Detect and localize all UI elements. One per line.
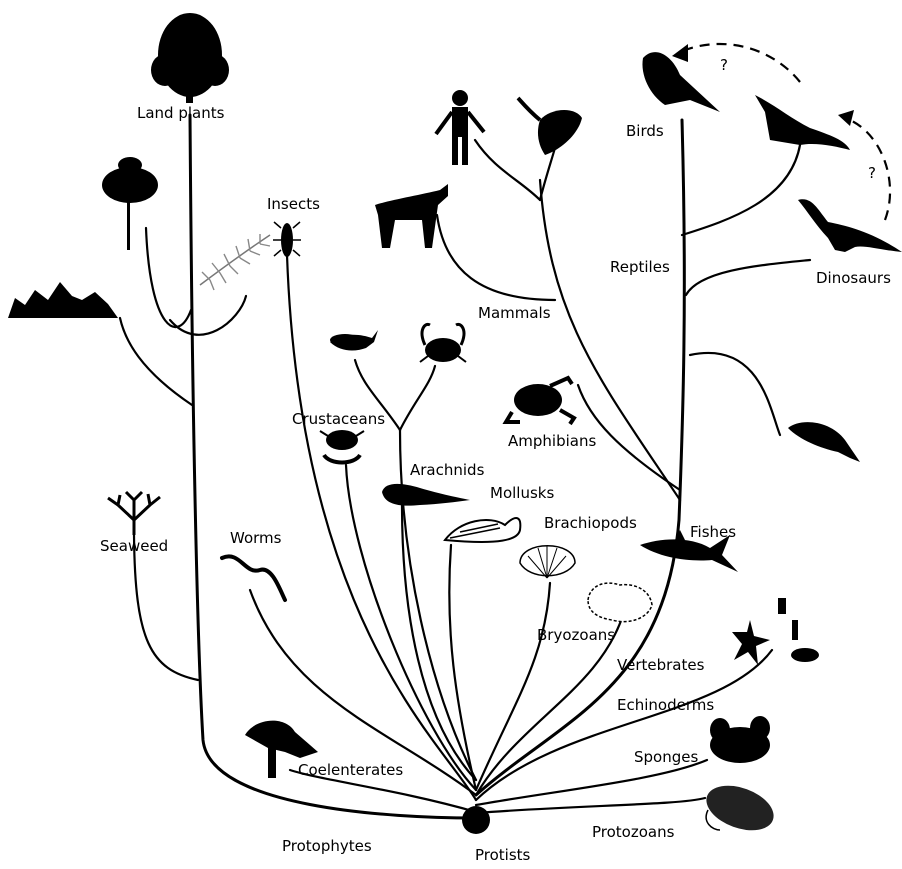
bryozoan-icon [588, 583, 652, 621]
branch-dolphin [690, 353, 780, 435]
label-bryozoans: Bryozoans [537, 626, 615, 644]
label-amphibians: Amphibians [508, 432, 596, 450]
dolphin-icon [788, 422, 860, 462]
label-brachiopods: Brachiopods [544, 514, 637, 532]
fern-icon [200, 234, 270, 290]
label-sponges: Sponges [634, 748, 698, 766]
arrow-birds-path [680, 44, 800, 82]
squid-icon [382, 484, 470, 506]
label-birds: Birds [626, 122, 664, 140]
sponge-icon [710, 716, 770, 763]
labels: Land plants Insects Seaweed Worms Crusta… [100, 56, 891, 864]
branch-horse [437, 215, 555, 300]
label-arachnids: Arachnids [410, 461, 485, 479]
arrow-birds-head [672, 44, 688, 62]
branch-pterosaur [682, 145, 800, 235]
shrub-icon [8, 282, 118, 318]
label-question-1: ? [720, 56, 728, 74]
label-insects: Insects [267, 195, 320, 213]
label-coelenterates: Coelenterates [298, 761, 403, 779]
label-protophytes: Protophytes [282, 837, 372, 855]
human-icon [436, 90, 484, 165]
protozoan-icon [700, 777, 779, 839]
scallop-shell-icon [520, 546, 575, 578]
branch-insects [287, 255, 476, 800]
label-reptiles: Reptiles [610, 258, 670, 276]
branch-arthropods [400, 430, 476, 780]
label-seaweed: Seaweed [100, 537, 168, 555]
label-protozoans: Protozoans [592, 823, 675, 841]
label-echinoderms: Echinoderms [617, 696, 714, 714]
label-protists: Protists [475, 846, 531, 864]
brittle-star-icon [778, 598, 819, 662]
monkey-icon [518, 98, 582, 155]
seaweed-icon [108, 492, 160, 535]
bird-icon [642, 52, 720, 112]
dinosaur-icon [798, 199, 902, 252]
label-worms: Worms [230, 529, 282, 547]
branch-monkey [540, 148, 555, 200]
label-crustaceans: Crustaceans [292, 410, 385, 428]
snail-icon [445, 518, 520, 542]
branch-vertebrates [476, 120, 684, 795]
flower-icon [102, 157, 158, 250]
label-dinosaurs: Dinosaurs [816, 269, 891, 287]
label-mammals: Mammals [478, 304, 551, 322]
lobster-icon [330, 330, 378, 350]
branch-human [475, 140, 540, 200]
branch-dinosaurs [686, 260, 810, 295]
branch-mammals [540, 180, 680, 500]
insect-icon [273, 222, 301, 257]
label-fishes: Fishes [690, 523, 736, 541]
crab-icon [420, 324, 466, 362]
branch-crab [400, 366, 435, 430]
frog-icon [506, 378, 574, 424]
branch-shrub [120, 318, 192, 405]
worm-icon [222, 556, 285, 600]
branch-flower [146, 228, 191, 327]
protists-node [462, 806, 490, 834]
small-crab-icon [320, 430, 364, 463]
pterosaur-icon [755, 95, 850, 150]
branch-fern [170, 296, 246, 335]
label-mollusks: Mollusks [490, 484, 554, 502]
label-question-2: ? [868, 164, 876, 182]
label-land-plants: Land plants [137, 104, 225, 122]
tree-icon [151, 13, 229, 103]
branch-seaweed [134, 535, 198, 680]
label-vertebrates: Vertebrates [617, 656, 705, 674]
arrow-dinosaurs-head [838, 110, 854, 126]
